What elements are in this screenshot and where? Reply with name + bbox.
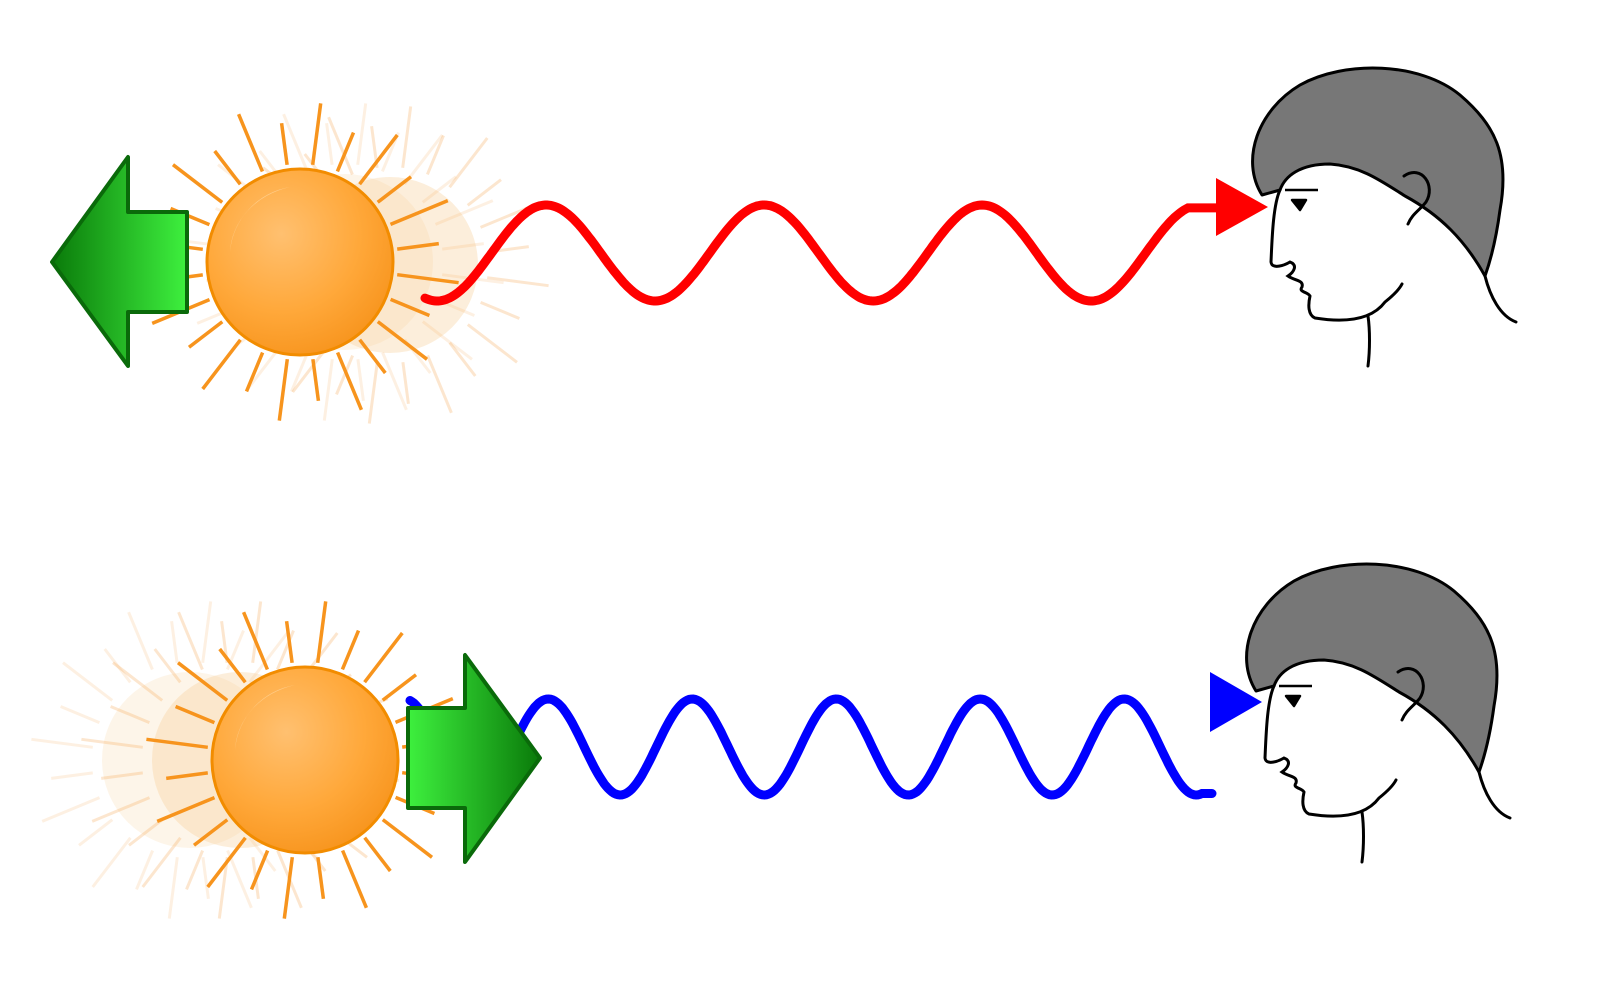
move-arrow-icon (50, 155, 189, 368)
eye-icon (1279, 684, 1312, 708)
face-outline (1269, 188, 1404, 322)
ear-icon (1402, 171, 1431, 226)
hair (1251, 66, 1505, 278)
sun-icon (141, 103, 459, 421)
red-light-wave (420, 200, 1223, 306)
hair (1245, 562, 1499, 774)
scene-blueshift (31, 562, 1512, 919)
neck (1360, 810, 1365, 864)
sun-icon (146, 601, 464, 919)
eye-icon (1285, 188, 1318, 212)
scene-redshift (50, 66, 1518, 424)
face-outline (1263, 684, 1398, 818)
red-wave-arrowhead (1216, 178, 1268, 236)
blue-wave-arrowhead (1210, 672, 1262, 732)
blue-light-wave (405, 694, 1217, 800)
back-neck (1477, 770, 1512, 820)
head-icon (1251, 66, 1518, 368)
move-arrow-icon (406, 653, 542, 864)
head-icon (1245, 562, 1512, 864)
back-neck (1483, 274, 1518, 324)
neck (1366, 314, 1371, 368)
ear-icon (1396, 667, 1425, 722)
